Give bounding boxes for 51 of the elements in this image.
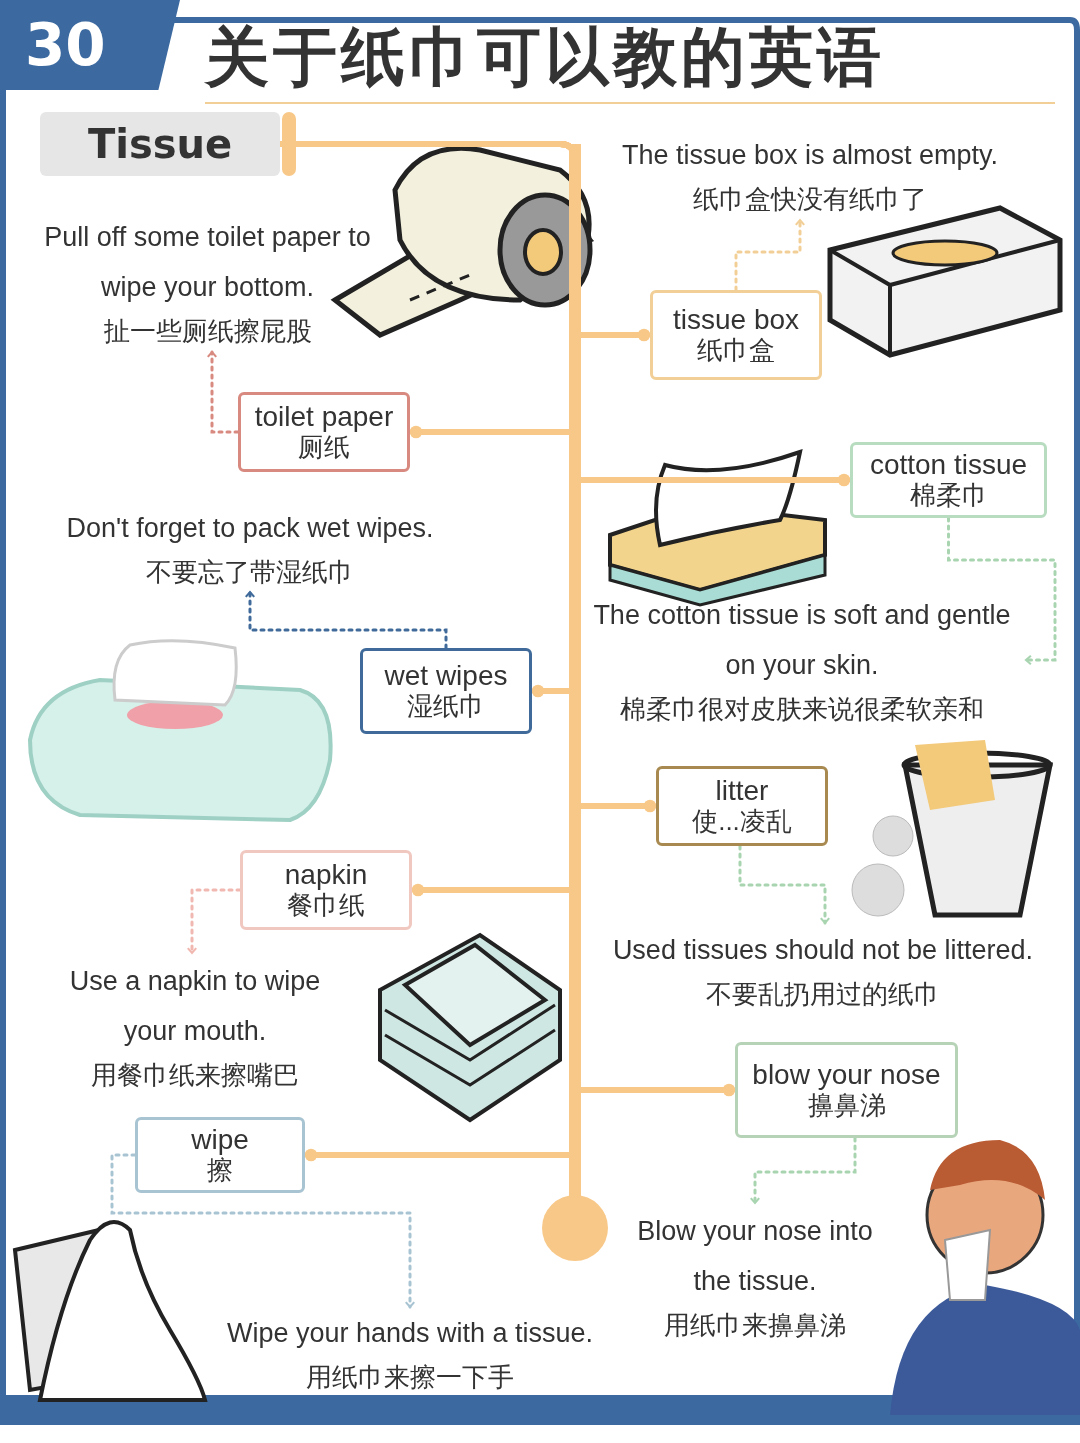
term-text: litter xyxy=(715,774,769,808)
example-sentence: Use a napkin to wipe your mouth. xyxy=(68,964,322,1048)
term-text: napkin xyxy=(284,858,368,892)
term-box xyxy=(240,850,412,930)
sentence-translation: 不要忘了带湿纸巾 xyxy=(146,556,354,590)
title: 关于纸巾可以教的英语 xyxy=(205,20,886,95)
term-text: wet wipes xyxy=(384,659,508,693)
number-badge: 30 xyxy=(0,0,180,90)
example-sentence: Wipe your hands with a tissue. xyxy=(226,1317,594,1351)
heading-box: Tissue xyxy=(40,112,280,176)
term-box xyxy=(135,1117,305,1193)
example-sentence: Don't forget to pack wet wipes. xyxy=(66,512,434,546)
term-text: tissue box xyxy=(672,303,800,337)
sentence-translation: 棉柔巾很对皮肤来说很柔软亲和 xyxy=(620,692,984,726)
sentence-translation: 用纸巾来擦一下手 xyxy=(306,1361,514,1395)
example-sentence: The cotton tissue is soft and gentle on your skin. xyxy=(592,598,1012,682)
translation-text: 湿纸巾 xyxy=(407,692,485,723)
example-sentence: Blow your nose into the tissue. xyxy=(636,1214,874,1298)
term-box xyxy=(238,392,410,472)
dotted-arrow xyxy=(749,1136,857,1205)
example-sentence: Pull off some toilet paper to wipe your bottom. xyxy=(43,220,372,304)
term-box xyxy=(850,442,1047,518)
term-box xyxy=(735,1042,958,1138)
term-box xyxy=(650,290,822,380)
sentence-translation: 纸巾盒快没有纸巾了 xyxy=(693,182,927,216)
term-box xyxy=(360,648,532,734)
dotted-arrow xyxy=(734,218,806,292)
sentence-translation: 扯一些厕纸擦屁股 xyxy=(103,314,312,348)
term-box xyxy=(656,766,828,846)
dotted-arrow xyxy=(110,1153,416,1309)
translation-text: 擦 xyxy=(207,1156,233,1187)
translation-text: 纸巾盒 xyxy=(697,336,775,367)
term-text: wipe xyxy=(191,1123,249,1157)
dotted-arrow xyxy=(244,590,448,650)
dotted-arrow xyxy=(186,888,242,955)
term-text: cotton tissue xyxy=(869,448,1028,482)
translation-text: 厕纸 xyxy=(298,433,350,464)
term-text: blow your nose xyxy=(752,1058,941,1092)
example-sentence: Used tissues should not be littered. xyxy=(612,933,1034,967)
translation-text: 使...凌乱 xyxy=(692,807,792,838)
dotted-arrow xyxy=(947,516,1057,666)
translation-text: 擤鼻涕 xyxy=(807,1091,886,1122)
sentence-translation: 用餐巾纸来擦嘴巴 xyxy=(91,1058,299,1092)
dotted-arrow xyxy=(738,844,831,925)
translation-text: 棉柔巾 xyxy=(909,481,988,512)
translation-text: 餐巾纸 xyxy=(287,891,365,922)
dotted-arrow xyxy=(206,350,240,434)
sentence-translation: 用纸巾来擤鼻涕 xyxy=(664,1308,846,1342)
sentence-translation: 不要乱扔用过的纸巾 xyxy=(706,977,940,1011)
term-text: toilet paper xyxy=(254,400,394,434)
example-sentence: The tissue box is almost empty. xyxy=(621,138,999,172)
